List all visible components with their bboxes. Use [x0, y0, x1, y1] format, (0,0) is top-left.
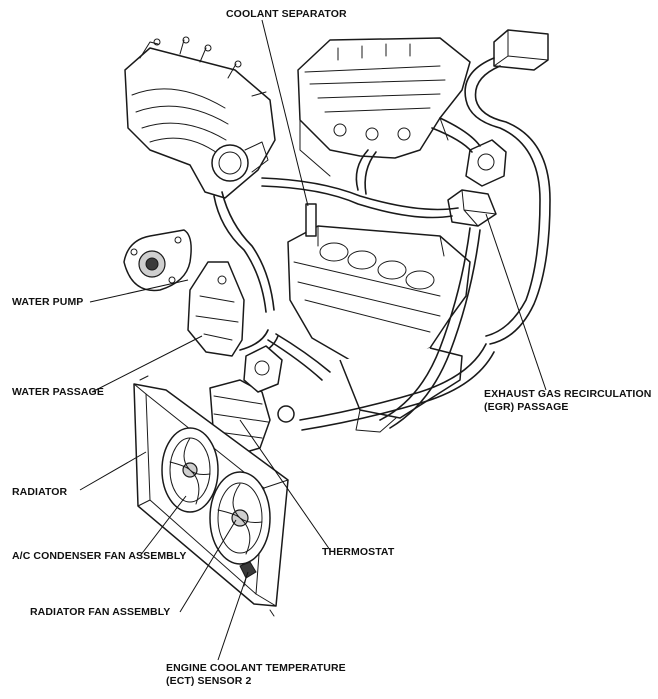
leader-lines [79, 19, 547, 661]
radiator-fan-assembly [209, 471, 271, 565]
leader-water-pump [89, 279, 189, 303]
label-ect-sensor-line2: (ECT) SENSOR 2 [166, 675, 252, 687]
leader-radiator [79, 451, 147, 491]
label-water-pump: WATER PUMP [12, 296, 84, 308]
ac-condenser-fan-assembly [161, 427, 219, 513]
leader-ect-sensor [217, 571, 249, 661]
label-radiator-fan-assembly: RADIATOR FAN ASSEMBLY [30, 606, 171, 618]
label-thermostat: THERMOSTAT [322, 546, 395, 558]
label-radiator: RADIATOR [12, 486, 68, 498]
leader-thermostat [239, 419, 331, 551]
label-egr-passage-line2: (EGR) PASSAGE [484, 401, 569, 413]
water-passage [187, 261, 245, 357]
egr-valve [447, 29, 549, 227]
leader-egr-passage [485, 213, 547, 391]
leader-ac-condenser-fan [139, 495, 187, 557]
leader-water-passage [91, 335, 203, 393]
engine-block [287, 225, 471, 433]
water-pump [123, 229, 192, 292]
label-coolant-separator: COOLANT SEPARATOR [226, 8, 347, 20]
label-ect-sensor-line1: ENGINE COOLANT TEMPERATURE [166, 662, 346, 674]
label-ac-condenser-fan-assembly: A/C CONDENSER FAN ASSEMBLY [12, 550, 187, 562]
intake-manifold [124, 36, 276, 199]
leader-coolant-separator [261, 19, 309, 207]
coolant-hoses [213, 57, 551, 431]
cylinder-head [297, 37, 471, 177]
label-water-passage: WATER PASSAGE [12, 386, 104, 398]
label-egr-passage-line1: EXHAUST GAS RECIRCULATION [484, 388, 652, 400]
leader-radiator-fan [179, 519, 237, 613]
